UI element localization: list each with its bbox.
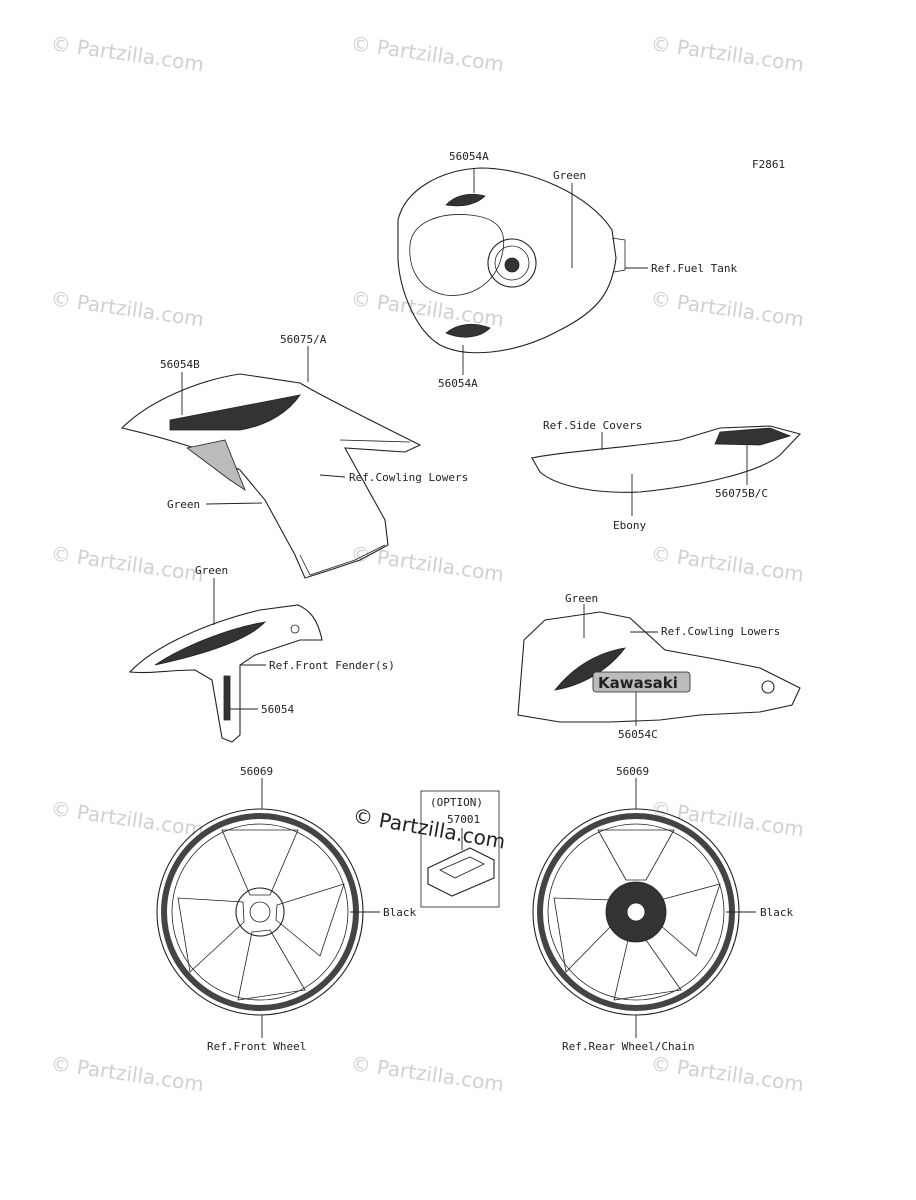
ref-cowling-lowers: Ref.Cowling Lowers (349, 471, 468, 484)
fuel-cap-ring (494, 245, 530, 281)
cowling-stripe-dark (169, 394, 301, 431)
cowling-vent (186, 439, 246, 492)
front-wheel-group: 56069 Black Ref.Front Wheel (156, 765, 416, 1053)
cowling-lower-edge (299, 544, 386, 576)
fuel-tank-recess (409, 214, 505, 296)
lower-cowling-hole (761, 680, 775, 694)
figure-id: F2861 (752, 158, 785, 171)
watermark: © Partzilla.com (349, 1051, 505, 1096)
front-wheel-rim-inner (171, 823, 349, 1001)
side-cover-group: Ref.Side Covers 56075B/C Ebony (531, 419, 802, 532)
ninja-logo-top (445, 193, 486, 207)
rear-wheel-axle (626, 902, 646, 922)
fuel-cap (487, 238, 537, 288)
option-tool-kit-detail (439, 856, 485, 879)
part-number-56075a: 56075/A (280, 333, 327, 346)
ninja-logo-bottom (445, 323, 491, 338)
watermark: © Partzilla.com (649, 286, 805, 331)
fender-decal-56054 (223, 675, 231, 721)
lower-cowling-stripe (554, 647, 626, 691)
part-number-56069: 56069 (240, 765, 273, 778)
watermark: © Partzilla.com (349, 286, 505, 331)
ref-front-wheel: Ref.Front Wheel (207, 1040, 306, 1053)
watermark-layer: © Partzilla.com © Partzilla.com © Partzi… (49, 31, 805, 1096)
fuel-tank-outline (397, 167, 617, 354)
option-box (420, 790, 500, 908)
ref-front-fender: Ref.Front Fender(s) (269, 659, 395, 672)
front-wheel-spokes (177, 829, 345, 1001)
color-label-black: Black (760, 906, 793, 919)
front-fender-group: Green Ref.Front Fender(s) 56054 (128, 564, 395, 743)
front-wheel-axle (249, 901, 271, 923)
watermark: © Partzilla.com (49, 31, 205, 76)
color-label-green: Green (195, 564, 228, 577)
color-label-green: Green (565, 592, 598, 605)
fuel-tank-group: 56054A Green Ref.Fuel Tank 56054A (397, 150, 737, 390)
rear-wheel-rim-inner (547, 823, 725, 1001)
fender-stripe (154, 621, 267, 666)
side-cover-decal (714, 427, 792, 446)
watermark: © Partzilla.com (49, 796, 205, 841)
center-watermark: © Partzilla.com (351, 803, 507, 853)
ref-rear-wheel-chain: Ref.Rear Wheel/Chain (562, 1040, 694, 1053)
part-number-56054a: 56054A (449, 150, 489, 163)
part-number-56054c: 56054C (618, 728, 658, 741)
option-box-group: (OPTION) 57001 © Partzilla.com (351, 790, 507, 908)
leader (205, 502, 263, 505)
watermark: © Partzilla.com (49, 286, 205, 331)
front-wheel-rim-outer (156, 808, 364, 1016)
tank-bracket (611, 237, 626, 273)
part-number-56075bc: 56075B/C (715, 487, 768, 500)
watermark: © Partzilla.com (649, 796, 805, 841)
fender-outline (128, 604, 323, 743)
fender-bolt (290, 624, 300, 634)
color-label-green: Green (167, 498, 200, 511)
lower-cowling-group: Kawasaki Green Ref.Cowling Lowers 56054C (517, 592, 801, 741)
part-number-56054: 56054 (261, 703, 294, 716)
watermark: © Partzilla.com (49, 541, 205, 586)
watermark: © Partzilla.com (649, 1051, 805, 1096)
lower-cowling-outline (517, 611, 801, 723)
ref-fuel-tank: Ref.Fuel Tank (651, 262, 737, 275)
color-label-green: Green (553, 169, 586, 182)
part-number-57001: 57001 (447, 813, 480, 826)
rear-wheel-group: 56069 Black Ref.Rear Wheel/Chain (532, 765, 793, 1053)
watermark: © Partzilla.com (649, 31, 805, 76)
ref-side-covers: Ref.Side Covers (543, 419, 642, 432)
watermark: © Partzilla.com (649, 541, 805, 586)
front-wheel-tyre-band (161, 813, 359, 1011)
cowling-outline (120, 373, 422, 579)
leader (319, 474, 346, 478)
cowling-slots (339, 439, 411, 443)
option-header: (OPTION) (430, 796, 483, 809)
watermark: © Partzilla.com (349, 541, 505, 586)
upper-cowling-group: 56075/A 56054B Ref.Cowling Lowers Green (120, 333, 468, 579)
part-number-56069: 56069 (616, 765, 649, 778)
kawasaki-logo-text: Kawasaki (598, 674, 678, 692)
fuel-cap-lock (504, 257, 520, 273)
color-label-ebony: Ebony (613, 519, 646, 532)
color-label-black: Black (383, 906, 416, 919)
option-tool-kit (427, 847, 495, 897)
ref-cowling-lowers: Ref.Cowling Lowers (661, 625, 780, 638)
side-cover-outline (531, 425, 802, 493)
kawasaki-logo-decal (592, 671, 691, 693)
front-wheel-hub (235, 887, 285, 937)
watermark: © Partzilla.com (49, 1051, 205, 1096)
part-number-56054b: 56054B (160, 358, 200, 371)
part-number-56054a: 56054A (438, 377, 478, 390)
watermark: © Partzilla.com (349, 31, 505, 76)
